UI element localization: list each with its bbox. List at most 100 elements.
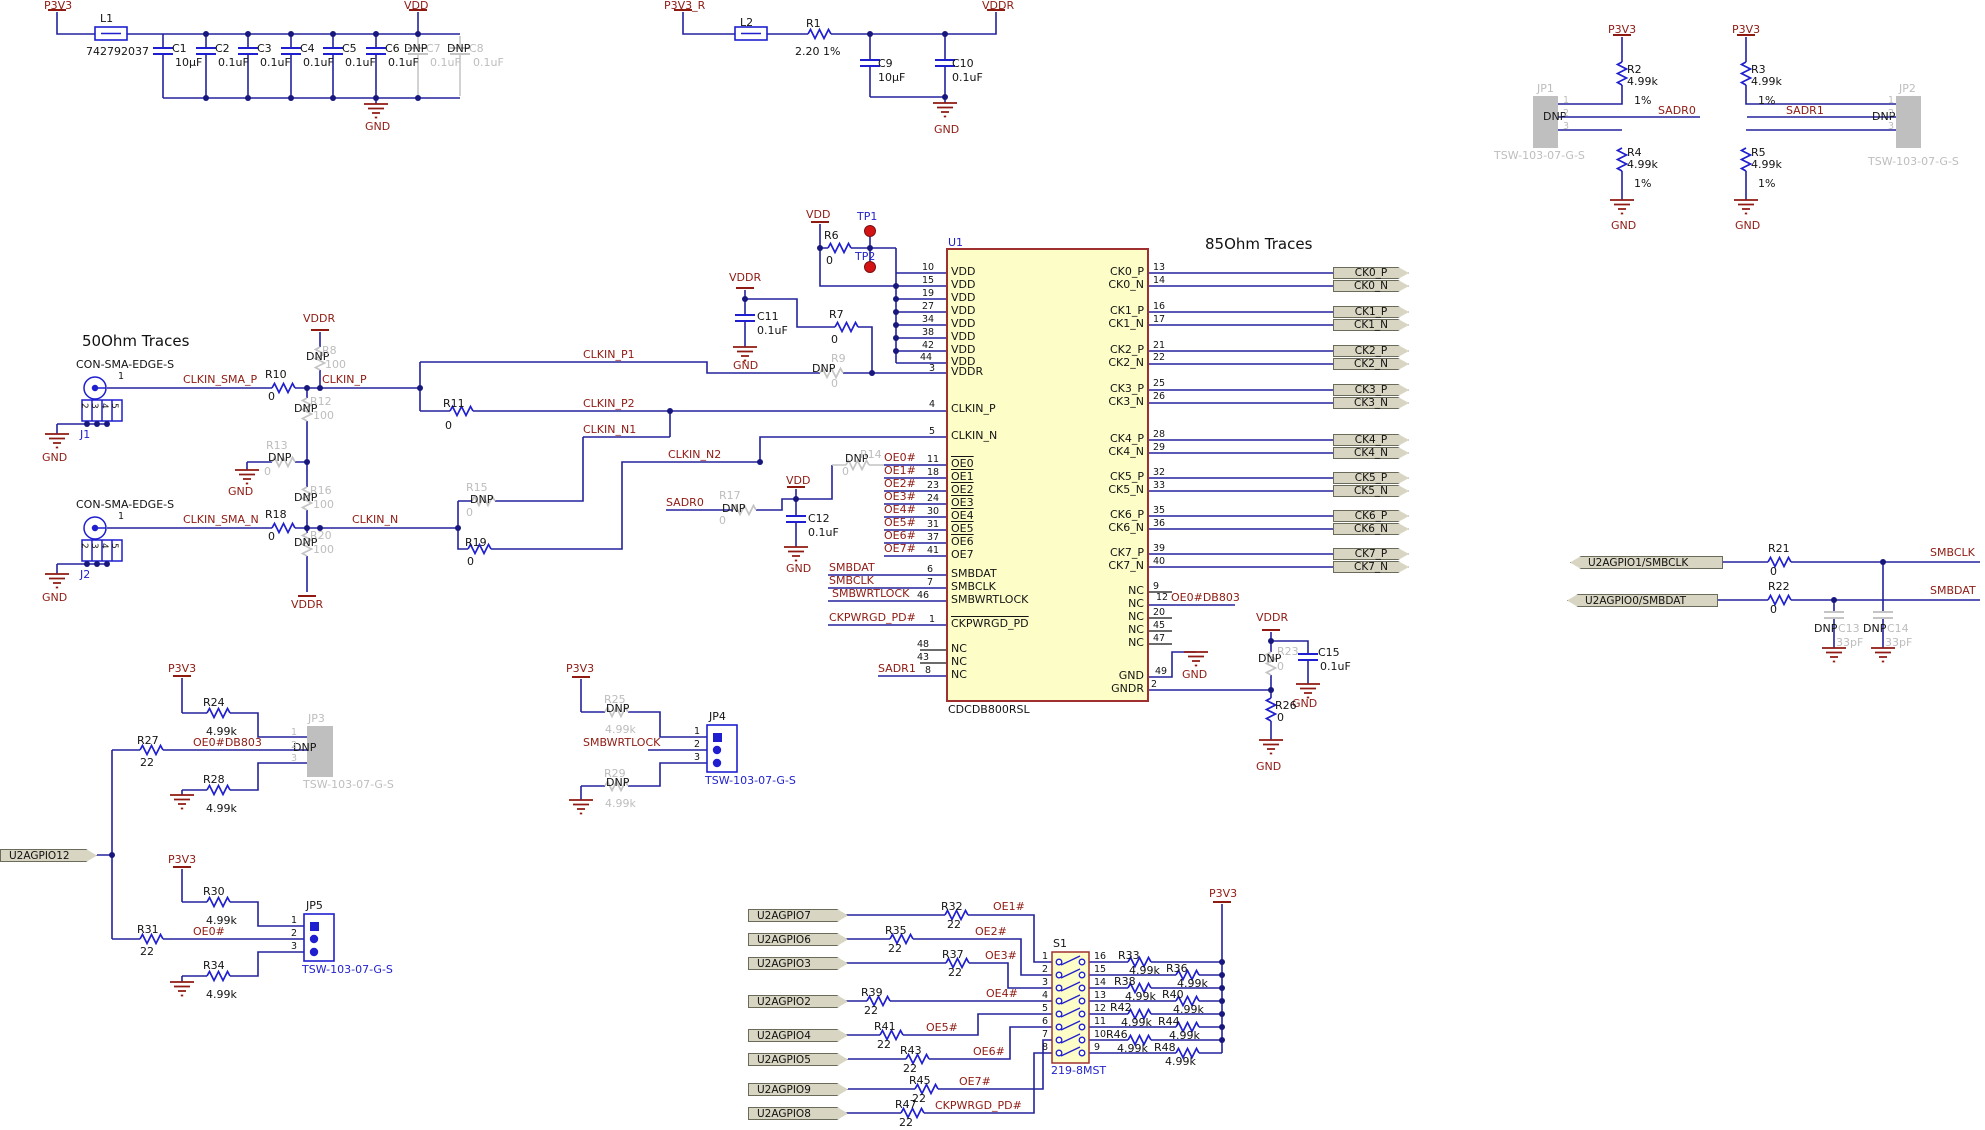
pin-name: OE6 xyxy=(951,535,974,548)
dnp-ref-label: R16 xyxy=(310,484,332,497)
net-label: CLKIN_P2 xyxy=(583,397,635,410)
flag-label: U2AGPIO8 xyxy=(757,1107,811,1120)
pin-number: 9 xyxy=(1153,581,1160,592)
net-label: CLKIN_N1 xyxy=(583,423,637,436)
pin-number: 11 xyxy=(1094,1016,1107,1027)
pin-number: 2 xyxy=(1151,679,1158,690)
pin-name: VDD xyxy=(951,355,976,368)
net-label: SMBWRTLOCK xyxy=(832,587,910,600)
pin-name: OE1 xyxy=(951,470,974,483)
offpage-flag-u2agpio3: U2AGPIO3 xyxy=(748,957,848,970)
component-label: DNP xyxy=(1863,622,1887,635)
pin-number: 13 xyxy=(1094,990,1107,1001)
component-label: C15 xyxy=(1318,646,1340,659)
component-label: DNP xyxy=(1814,622,1838,635)
jumper-jp4-body xyxy=(706,724,738,773)
pin-number: 7 xyxy=(927,577,934,588)
component-label: 22 xyxy=(140,945,154,958)
pin-number: 3 xyxy=(1563,121,1570,132)
pin-number: 14 xyxy=(1153,275,1166,286)
pin-number: 5 xyxy=(109,543,119,549)
pin-name: CKPWRGD_PD xyxy=(951,617,1029,630)
pin-number: 37 xyxy=(927,532,940,543)
pin-number: 45 xyxy=(1153,620,1166,631)
component-label: DNP xyxy=(294,536,318,549)
pin-number: 13 xyxy=(1153,262,1166,273)
pin-number: 22 xyxy=(1153,352,1166,363)
pin-number: 36 xyxy=(1153,518,1166,529)
component-label: L2 xyxy=(740,16,754,29)
pin-name: OE2 xyxy=(951,483,974,496)
offpage-flag-ck1-p: CK1_P xyxy=(1333,306,1409,318)
flag-label: CK2_P xyxy=(1354,345,1388,357)
pin-number: 1 xyxy=(118,371,125,382)
pin-number: 2 xyxy=(1888,108,1895,119)
flag-label: U2AGPIO9 xyxy=(757,1083,811,1096)
component-label: 0 xyxy=(1770,565,1777,578)
pin-name: CK5_N xyxy=(1108,483,1144,496)
pin-name: GNDR xyxy=(1111,682,1144,695)
component-label: 0.1uF xyxy=(808,526,839,539)
flag-label: CK0_N xyxy=(1353,280,1388,292)
pin-stub-segments xyxy=(920,591,1172,664)
flag-label: CK7_N xyxy=(1353,561,1388,573)
component-label: C3 xyxy=(257,42,272,55)
component-label: 4.99k xyxy=(1117,1042,1148,1055)
pin-number: 9 xyxy=(1094,1042,1101,1053)
pin-name: CK7_N xyxy=(1108,559,1144,572)
net-label: OE3# xyxy=(985,949,1017,962)
power-label: GND xyxy=(1256,760,1282,773)
pin-name: SMBDAT xyxy=(951,567,997,580)
component-label: R33 xyxy=(1118,949,1140,962)
pin-number: 2 xyxy=(291,740,298,751)
pin-name: CK7_P xyxy=(1109,546,1144,559)
pin-number: 46 xyxy=(917,590,930,601)
pin-number: 32 xyxy=(1153,467,1166,478)
offpage-flag-ck4-p: CK4_P xyxy=(1333,434,1409,446)
component-label: R36 xyxy=(1166,962,1188,975)
pin-name: CK6_N xyxy=(1108,521,1144,534)
component-label: 0.1uF xyxy=(260,56,291,69)
component-label: DNP xyxy=(268,451,292,464)
component-label: R41 xyxy=(874,1020,896,1033)
pin-number: 1 xyxy=(118,511,125,522)
pin-name: NC xyxy=(1128,623,1144,636)
component-label: R47 xyxy=(895,1098,917,1111)
component-label: 4.99k xyxy=(206,988,237,1001)
net-label: SADR0 xyxy=(1658,104,1696,117)
component-label: R31 xyxy=(137,923,159,936)
component-label: DNP xyxy=(1543,110,1567,123)
net-label: SMBWRTLOCK xyxy=(583,736,661,749)
pin-number: 2 xyxy=(1563,108,1570,119)
component-label: C12 xyxy=(808,512,830,525)
flag-label: U2AGPIO0/SMBDAT xyxy=(1585,594,1687,607)
offpage-flag-ck7-p: CK7_P xyxy=(1333,548,1409,560)
section-heading: 50Ohm Traces xyxy=(82,332,190,350)
component-label: R37 xyxy=(942,948,964,961)
component-label: JP4 xyxy=(709,710,726,723)
component-label: 0.1uF xyxy=(303,56,334,69)
power-label: P3V3 xyxy=(1732,23,1761,36)
dnp-ref-label: TSW-103-07-G-S xyxy=(303,778,394,791)
pin-name: CK1_P xyxy=(1109,304,1144,317)
jumper-jp2-body xyxy=(1896,96,1921,148)
offpage-flag-ck2-n: CK2_N xyxy=(1333,358,1409,370)
power-label: VDDR xyxy=(1256,611,1289,624)
component-label: 0 xyxy=(268,390,275,403)
component-label: 4.99k xyxy=(1169,1029,1200,1042)
net-label: OE7# xyxy=(959,1075,991,1088)
dnp-ref-label: R20 xyxy=(310,529,332,542)
component-label: 4.99k xyxy=(206,725,237,738)
component-label: C10 xyxy=(952,57,974,70)
pin-number: 12 xyxy=(1094,1003,1107,1014)
dnp-ref-label: C7 xyxy=(426,42,441,55)
pin-number: 1 xyxy=(1888,95,1895,106)
pin-name: VDDR xyxy=(951,365,984,378)
component-label: 0 xyxy=(467,555,474,568)
wire-dnp-segments xyxy=(417,36,884,466)
pin-name: CK2_N xyxy=(1108,356,1144,369)
component-label: R6 xyxy=(824,229,839,242)
offpage-flag-ck2-p: CK2_P xyxy=(1333,345,1409,357)
net-label: CLKIN_SMA_P xyxy=(183,373,258,386)
component-label: JP5 xyxy=(306,899,323,912)
